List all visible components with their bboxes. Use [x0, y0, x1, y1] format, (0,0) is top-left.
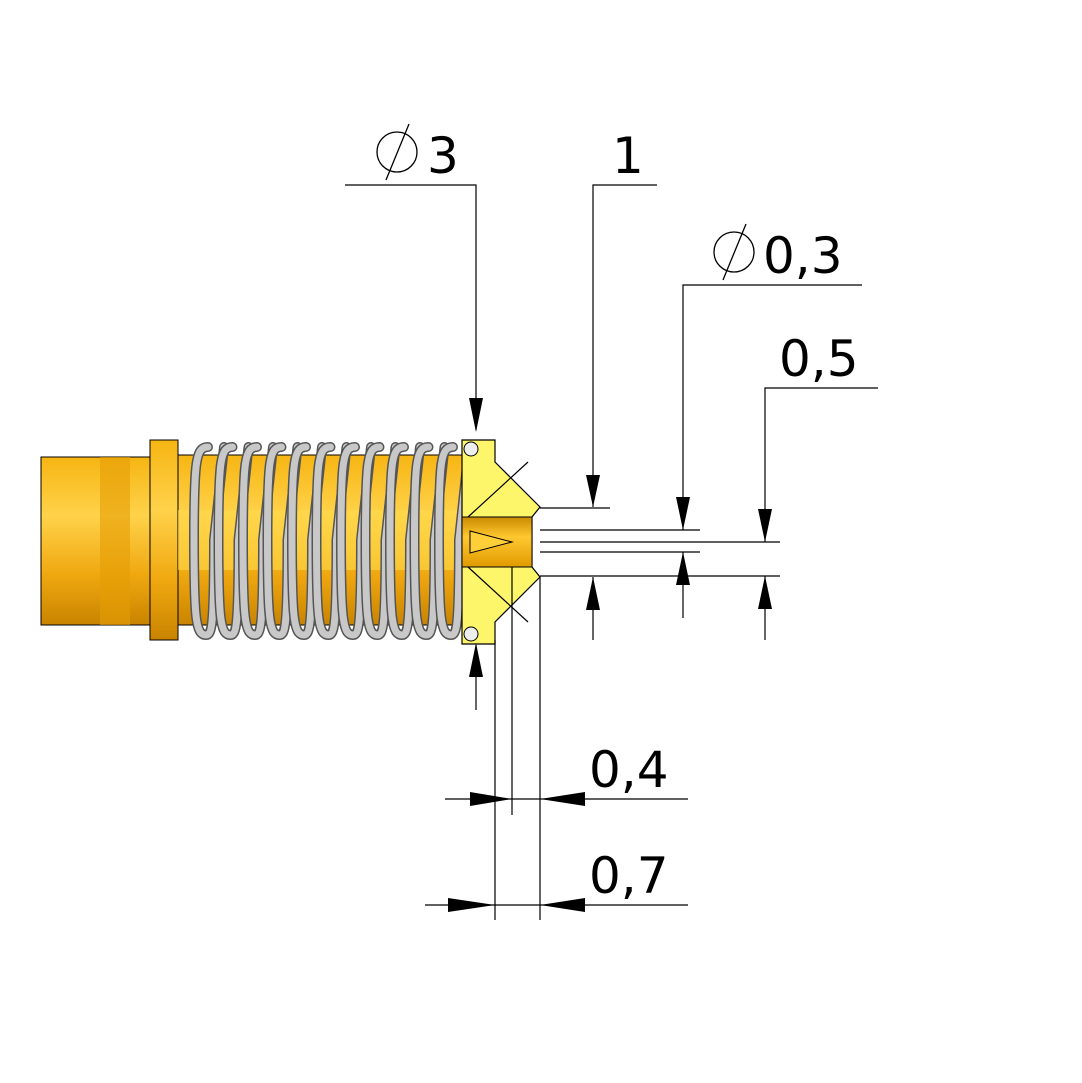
dimension-orifice-diameter: 0,3 — [713, 223, 843, 285]
spring-turn — [386, 443, 424, 639]
dim-value-3: 3 — [427, 127, 459, 185]
spring-turn — [190, 443, 228, 639]
dimension-outer-diameter: 3 — [376, 123, 459, 185]
spring-turn — [263, 443, 301, 639]
spring-turn — [337, 443, 375, 639]
spring-turn — [288, 443, 326, 639]
spring-turn — [239, 443, 277, 639]
dim-value-0-4: 0,4 — [589, 741, 669, 799]
diameter-icon — [376, 123, 418, 181]
dim-value-0-7: 0,7 — [589, 847, 669, 905]
spring-turn — [361, 443, 399, 639]
spring-turn — [410, 443, 448, 639]
dim-value-1: 1 — [612, 127, 644, 185]
spring-turn — [435, 443, 473, 639]
nozzle-section — [461, 439, 541, 645]
dim-value-0-5: 0,5 — [779, 330, 859, 388]
spring-coil — [188, 442, 474, 641]
dim-value-0-3: 0,3 — [763, 227, 843, 285]
dimension-lines — [345, 184, 878, 920]
heater-body — [40, 439, 466, 641]
spring-turn — [214, 443, 252, 639]
spring-turn — [312, 443, 350, 639]
diameter-icon — [713, 223, 755, 281]
